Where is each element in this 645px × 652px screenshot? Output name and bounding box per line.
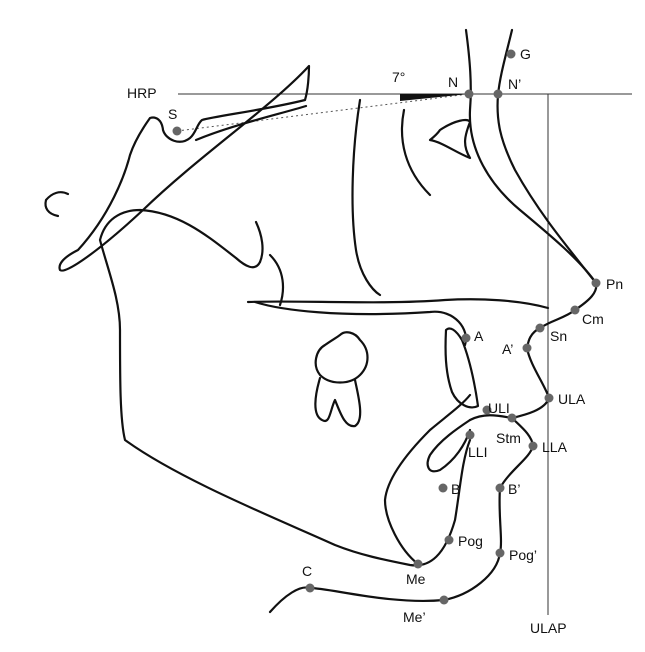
label-n-prime: N’ <box>508 76 521 92</box>
clivus-outline <box>44 191 70 218</box>
soft-tissue-profile <box>268 28 598 614</box>
label-stm: Stm <box>496 430 521 446</box>
upper-incisor <box>444 327 480 409</box>
landmark-point-bp <box>495 483 505 493</box>
landmark-point-b <box>438 483 448 493</box>
landmark-point-ap <box>522 343 532 353</box>
label-ulap: ULAP <box>530 620 567 636</box>
landmark-point-pn <box>591 278 601 288</box>
label-lla: LLA <box>542 439 568 455</box>
maxilla-outline <box>351 98 432 297</box>
landmark-point-pog <box>444 535 454 545</box>
angle-wedge <box>400 94 469 101</box>
landmark-point-sn <box>535 323 545 333</box>
landmark-points <box>172 49 601 605</box>
lower-incisor <box>426 418 472 473</box>
landmark-point-n <box>464 89 474 99</box>
cranial-base-outline <box>58 64 311 272</box>
landmark-point-mep <box>439 595 449 605</box>
symphysis-outline <box>383 393 472 566</box>
palatal-plane <box>246 298 550 310</box>
label-sn: Sn <box>550 328 567 344</box>
label-cm: Cm <box>582 311 604 327</box>
label-pn: Pn <box>606 276 623 292</box>
landmark-point-ula <box>544 393 554 403</box>
label-n: N <box>448 74 458 90</box>
ramus-line <box>254 220 285 307</box>
label-me: Me <box>406 571 426 587</box>
label-a: A <box>474 328 484 344</box>
label-hrp: HRP <box>127 85 157 101</box>
landmark-point-s <box>172 126 182 136</box>
landmark-point-c <box>305 583 315 593</box>
landmark-point-lla <box>528 441 538 451</box>
label-ula: ULA <box>558 391 586 407</box>
label-b-prime: B’ <box>508 481 520 497</box>
mandible-outline <box>98 208 472 567</box>
label-a-prime: A’ <box>502 341 513 357</box>
label-uli: ULI <box>488 400 510 416</box>
label-pog-prime: Pog’ <box>509 547 537 563</box>
landmark-point-np <box>493 89 503 99</box>
landmark-point-me <box>413 559 423 569</box>
landmark-point-g <box>506 49 516 59</box>
molar-roots <box>314 376 362 428</box>
sn-line <box>176 93 470 132</box>
sella-floor <box>194 104 308 142</box>
landmark-point-cm <box>570 305 580 315</box>
nasal-bone <box>464 28 598 312</box>
orbit-outline <box>428 119 472 160</box>
landmark-point-a <box>461 333 471 343</box>
label-lli: LLI <box>468 444 487 460</box>
label-me-prime: Me’ <box>403 609 426 625</box>
molar-crown <box>314 331 369 384</box>
nasal-floor <box>253 300 468 347</box>
label-pog: Pog <box>458 533 483 549</box>
label-angle: 7° <box>392 69 405 85</box>
landmark-point-uli <box>482 405 492 415</box>
landmark-point-lli <box>465 430 475 440</box>
label-g: G <box>520 46 531 62</box>
landmark-point-pogp <box>495 548 505 558</box>
landmark-point-stm <box>507 413 517 423</box>
label-b: B <box>451 481 460 497</box>
label-c: C <box>302 563 312 579</box>
label-s: S <box>168 106 177 122</box>
